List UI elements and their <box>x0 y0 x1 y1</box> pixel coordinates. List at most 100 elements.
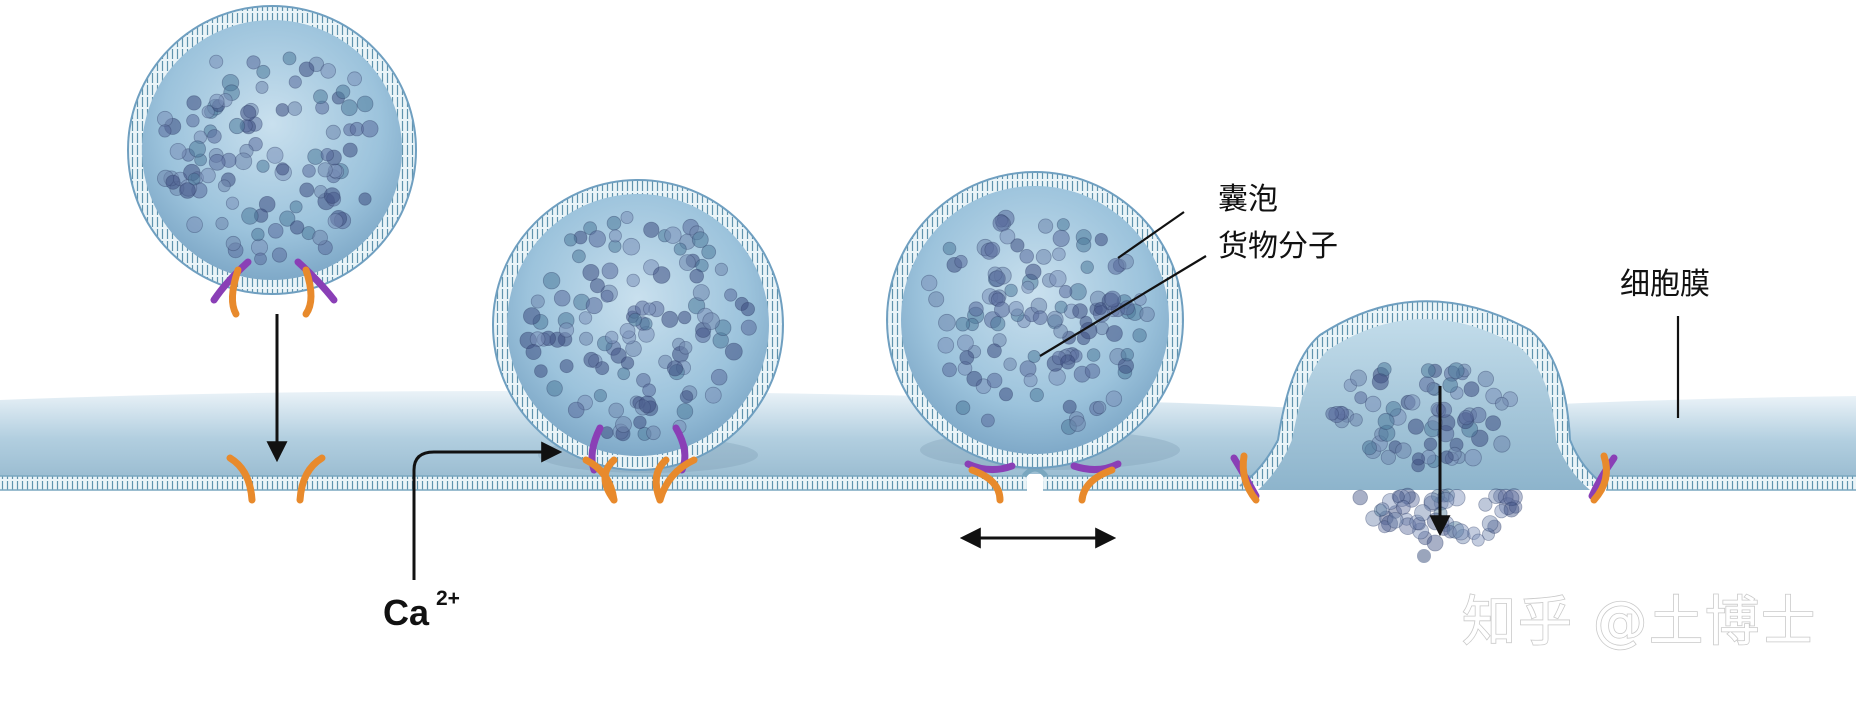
cargo-molecule <box>1418 530 1433 546</box>
cargo-molecule <box>620 210 634 224</box>
cargo-molecule <box>1411 452 1426 466</box>
cargo-molecule <box>267 223 284 239</box>
cargo-molecule <box>282 51 297 66</box>
cargo-molecule <box>1375 502 1390 516</box>
cargo-molecule <box>593 388 608 403</box>
cargo-molecule <box>608 229 622 243</box>
cargo-molecule <box>724 288 738 302</box>
cargo-molecule <box>628 312 642 327</box>
cargo-molecule <box>1392 489 1411 507</box>
cargo-molecule <box>201 105 215 119</box>
snare-complex-3 <box>964 460 1122 504</box>
cargo-molecule <box>1471 533 1485 547</box>
cargo-molecule <box>633 415 647 430</box>
cargo-molecule <box>187 172 201 186</box>
cargo-molecule <box>1455 528 1471 545</box>
cargo-molecule <box>582 263 600 281</box>
cargo-molecule <box>358 192 372 206</box>
cargo-molecule <box>254 252 267 266</box>
cargo-molecule <box>188 140 206 158</box>
cargo-molecule <box>588 230 607 248</box>
cargo-molecule <box>1094 233 1108 247</box>
cargo-molecule <box>215 216 229 231</box>
cargo-molecule <box>1382 493 1399 510</box>
t-snare-proteins-1 <box>226 454 326 504</box>
cargo-molecule <box>714 262 729 276</box>
cargo-molecule <box>1409 514 1425 531</box>
snare-complex-2 <box>582 424 698 504</box>
cargo-molecule <box>327 213 344 230</box>
cargo-molecule <box>579 331 594 346</box>
cargo-molecule <box>615 416 632 433</box>
cargo-molecule <box>1058 284 1073 299</box>
membrane-bilayer-left <box>0 476 1255 490</box>
cargo-molecule <box>691 231 709 249</box>
cargo-molecule <box>1505 488 1523 506</box>
cargo-molecule <box>606 215 622 231</box>
cargo-molecule <box>335 84 351 100</box>
cargo-molecule <box>689 268 704 284</box>
cargo-molecule <box>1106 325 1123 342</box>
cargo-molecule <box>323 187 341 204</box>
cargo-molecule <box>1060 354 1076 370</box>
cargo-molecule <box>1426 534 1444 552</box>
cargo-molecule <box>1104 290 1121 308</box>
cargo-molecule <box>347 71 363 87</box>
cargo-molecule <box>1423 437 1438 451</box>
cargo-molecule <box>666 360 684 377</box>
cargo-molecule <box>1482 527 1496 541</box>
cargo-molecule <box>158 124 172 138</box>
cargo-molecule <box>1493 488 1508 504</box>
cargo-molecule <box>1029 387 1044 403</box>
cargo-molecule <box>1023 373 1038 388</box>
cargo-molecule <box>652 266 671 284</box>
cargo-molecule <box>1388 505 1403 519</box>
cargo-molecule <box>156 110 173 127</box>
cargo-molecule <box>241 207 259 225</box>
cargo-molecule <box>255 80 269 94</box>
cargo-molecule <box>1442 377 1458 393</box>
cargo-molecule <box>1377 412 1395 430</box>
cargo-molecule <box>1054 300 1068 314</box>
cargo-molecule <box>589 278 605 294</box>
cargo-molecule <box>522 307 541 325</box>
cargo-molecule <box>1086 348 1101 362</box>
cargo-molecule <box>1365 510 1382 527</box>
cargo-molecule <box>600 289 614 303</box>
cargo-molecule <box>530 294 545 309</box>
cargo-molecule <box>288 75 302 89</box>
cargo-molecule <box>1378 510 1394 526</box>
cargo-molecule <box>1387 511 1404 529</box>
cargo-molecule <box>1062 399 1077 414</box>
vesicle-stage-4 <box>1230 300 1618 563</box>
cargo-molecule <box>320 63 337 79</box>
cargo-molecule <box>1395 442 1412 459</box>
cargo-molecule <box>546 380 563 397</box>
cargo-molecule <box>661 310 679 328</box>
cargo-molecule <box>1364 395 1382 413</box>
cargo-molecule <box>1399 517 1417 535</box>
cargo-molecule <box>246 55 261 70</box>
cargo-molecule <box>1466 526 1481 540</box>
cargo-molecule <box>275 162 290 176</box>
cargo-molecule <box>1463 381 1480 398</box>
cargo-molecule <box>1503 501 1520 518</box>
cargo-molecule <box>1019 248 1034 264</box>
cargo-molecule <box>585 297 603 315</box>
cargo-molecule <box>298 61 315 78</box>
cargo-molecule <box>992 214 1010 232</box>
calcium-text: Ca <box>383 592 430 633</box>
vesicle-stage-1 <box>127 5 417 318</box>
cargo-molecule <box>356 95 374 113</box>
cargo-molecule <box>534 364 548 378</box>
cargo-molecule <box>1069 415 1086 432</box>
cargo-molecules-2 <box>519 210 757 442</box>
cargo-molecule <box>740 301 756 317</box>
cargo-molecule <box>225 235 241 252</box>
cargo-molecule <box>209 54 224 69</box>
cargo-molecules-4 <box>1325 362 1518 473</box>
cargo-molecule <box>256 64 271 79</box>
calcium-charge: 2+ <box>436 587 460 610</box>
cargo-molecule <box>990 316 1006 332</box>
cargo-molecule <box>1008 301 1024 317</box>
